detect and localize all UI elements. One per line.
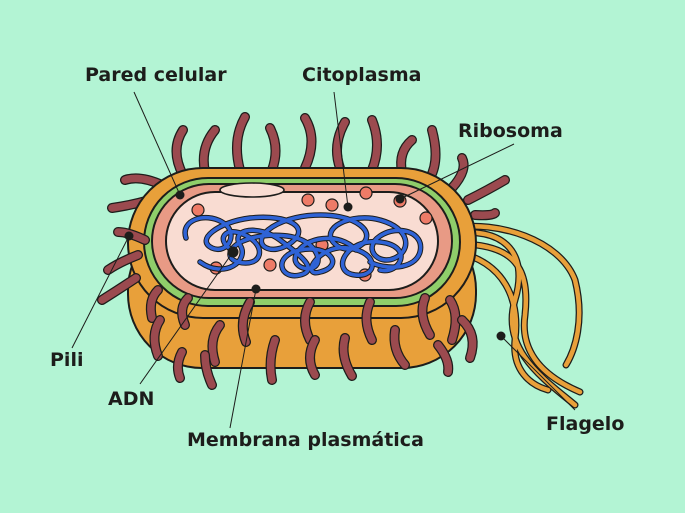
pilus bbox=[149, 315, 165, 361]
pilus bbox=[433, 340, 454, 377]
pilus bbox=[265, 335, 280, 385]
inclusion-body bbox=[219, 182, 285, 198]
pili-back bbox=[107, 112, 510, 221]
dna-nucleoid bbox=[185, 215, 421, 276]
pilus bbox=[445, 295, 461, 345]
label-pili: Pili bbox=[50, 349, 84, 371]
pilus bbox=[463, 175, 510, 205]
ribosome bbox=[301, 193, 315, 207]
pilus bbox=[470, 208, 500, 221]
leader-flagelo bbox=[500, 335, 576, 411]
ribosome bbox=[325, 198, 339, 212]
pilus bbox=[389, 325, 410, 370]
pilus bbox=[367, 115, 382, 175]
label-flagelo: Flagelo bbox=[546, 413, 625, 435]
ribosome bbox=[419, 211, 433, 225]
leader-pili bbox=[71, 235, 130, 349]
pilus bbox=[237, 297, 255, 347]
pilus bbox=[425, 125, 441, 183]
pilus bbox=[305, 335, 320, 380]
label-pared-celular: Pared celular bbox=[85, 64, 227, 86]
ribosome bbox=[263, 258, 277, 272]
pilus bbox=[361, 297, 377, 345]
leader-pared-celular bbox=[133, 91, 181, 196]
pilus bbox=[417, 293, 435, 340]
pilus bbox=[457, 315, 478, 363]
pilus bbox=[300, 113, 317, 173]
dot-citoplasma bbox=[343, 202, 353, 212]
label-citoplasma: Citoplasma bbox=[302, 64, 422, 86]
leader-adn bbox=[139, 251, 234, 385]
pilus bbox=[447, 153, 469, 193]
pilus bbox=[145, 285, 163, 323]
pilus bbox=[207, 320, 225, 367]
dot-ribosoma bbox=[395, 194, 405, 204]
pilus bbox=[265, 123, 281, 175]
pilus bbox=[172, 347, 187, 383]
dot-pili bbox=[124, 231, 134, 241]
pilus bbox=[338, 333, 357, 381]
leader-ribosoma bbox=[399, 143, 515, 200]
pilus bbox=[300, 297, 315, 345]
ribosome bbox=[359, 186, 373, 200]
dot-membrana bbox=[251, 284, 261, 294]
label-adn: ADN bbox=[108, 388, 155, 410]
pilus bbox=[231, 112, 250, 175]
label-dots bbox=[124, 190, 506, 341]
leader-lines bbox=[71, 91, 576, 429]
dot-adn bbox=[227, 246, 239, 258]
pilus bbox=[97, 273, 141, 305]
pilus bbox=[198, 125, 220, 177]
pilus bbox=[200, 350, 217, 390]
label-membrana: Membrana plasmática bbox=[187, 429, 424, 451]
ribosome bbox=[191, 203, 205, 217]
pilus bbox=[103, 250, 143, 275]
dot-flagelo bbox=[496, 331, 506, 341]
pilus bbox=[171, 125, 188, 180]
leader-citoplasma bbox=[333, 91, 349, 208]
dot-pared-celular bbox=[175, 190, 185, 200]
pilus bbox=[331, 117, 350, 173]
label-ribosoma: Ribosoma bbox=[458, 120, 563, 142]
leader-membrana bbox=[229, 288, 257, 429]
pilus bbox=[177, 293, 193, 330]
